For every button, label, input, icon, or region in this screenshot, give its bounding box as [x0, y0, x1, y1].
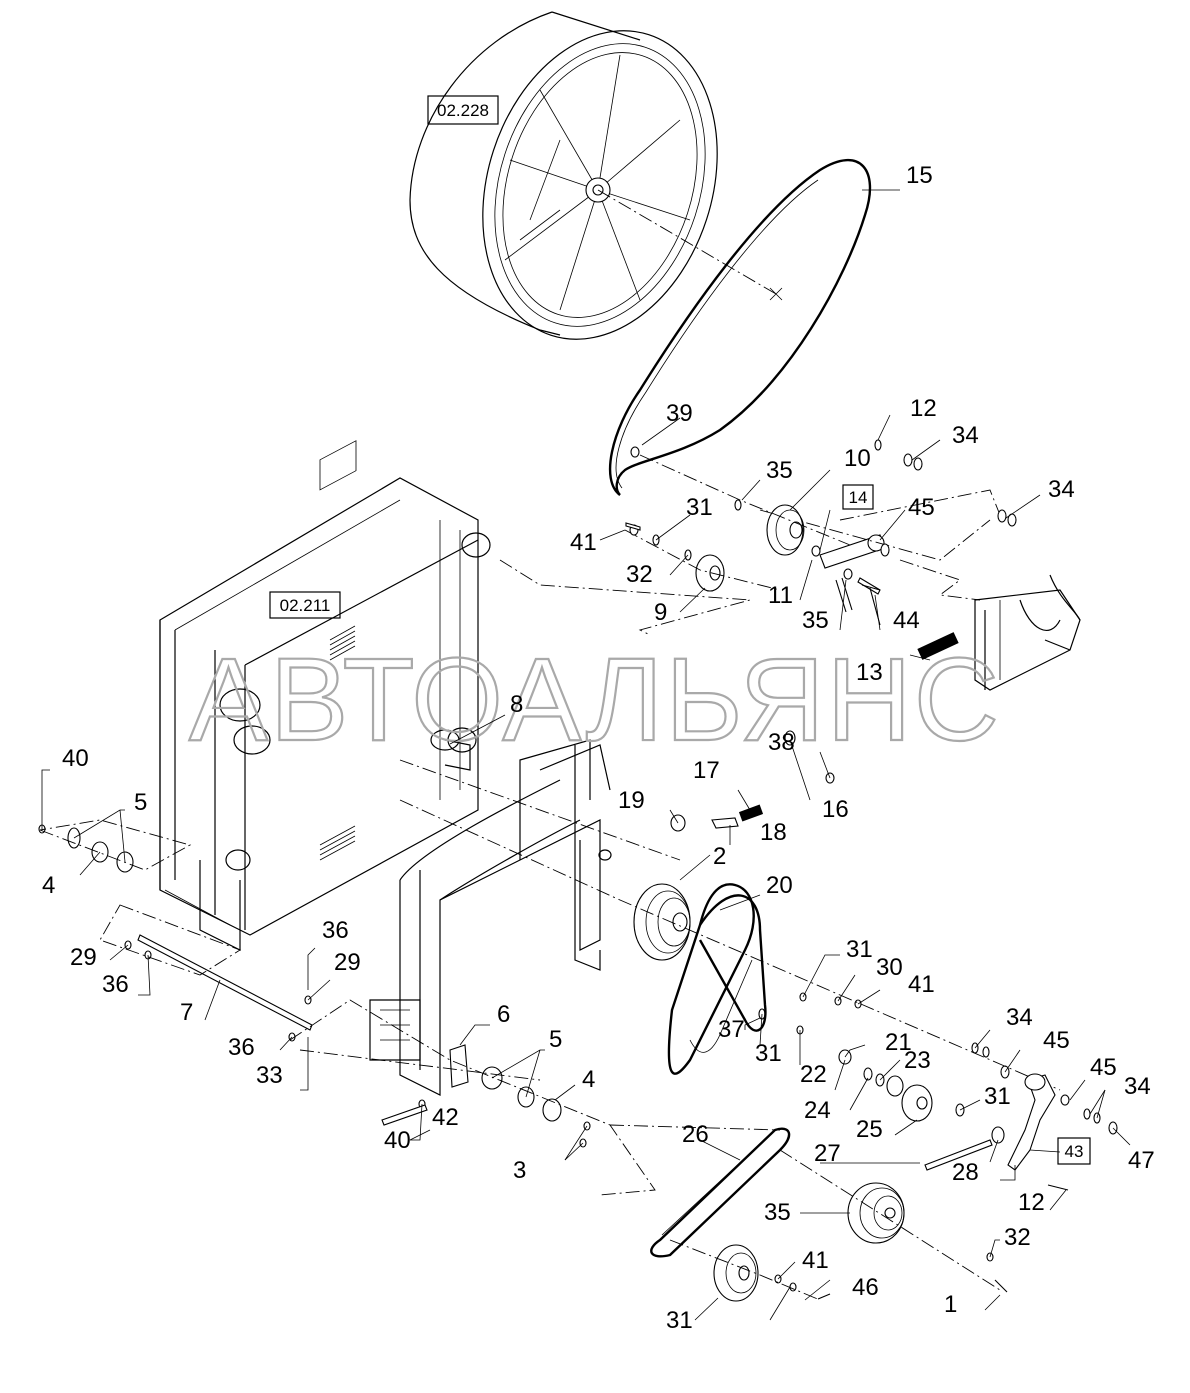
callout: 20 — [766, 872, 793, 899]
ref-box-02-228[interactable] — [427, 95, 499, 125]
svg-text:14: 14 — [849, 488, 868, 507]
callout: 9 — [654, 599, 667, 626]
callout: 34 — [1006, 1004, 1033, 1031]
callout: 26 — [682, 1121, 709, 1148]
callout: 3 — [513, 1157, 526, 1184]
ref-box-02-228-label: 02.228 — [437, 101, 489, 120]
callout: 10 — [844, 445, 871, 472]
callout: 21 — [885, 1029, 912, 1056]
callout: 16 — [822, 796, 849, 823]
callout: 32 — [1004, 1224, 1031, 1251]
fan-drum — [409, 11, 783, 340]
callout: 24 — [804, 1097, 831, 1124]
spring — [917, 632, 959, 660]
callout: 6 — [497, 1001, 510, 1028]
ref-box-14[interactable]: 14 — [842, 484, 874, 510]
callout: 34 — [952, 422, 979, 449]
bushing-4b — [542, 1098, 562, 1122]
callout: 4 — [582, 1066, 595, 1093]
callout: 18 — [760, 819, 787, 846]
pulley-47 — [847, 1182, 905, 1244]
callout: 45 — [1090, 1054, 1117, 1081]
ref-box-02-211[interactable] — [269, 591, 341, 619]
callout: 41 — [570, 529, 597, 556]
pulley-1 — [713, 1244, 759, 1302]
shaft-7 — [137, 934, 313, 1031]
callout: 31 — [984, 1083, 1011, 1110]
belt-3 — [650, 1127, 791, 1258]
callout: 31 — [755, 1040, 782, 1067]
callout: 40 — [62, 745, 89, 772]
callout: 47 — [1128, 1147, 1155, 1174]
callout: 29 — [70, 944, 97, 971]
callout: 46 — [852, 1274, 879, 1301]
callout: 35 — [802, 607, 829, 634]
watermark: АВТОАЛЬЯНС — [189, 634, 1001, 766]
callout: 25 — [856, 1116, 883, 1143]
bolts — [381, 522, 1069, 1300]
callout: 31 — [686, 494, 713, 521]
svg-text:43: 43 — [1065, 1142, 1084, 1161]
callout: 44 — [893, 607, 920, 634]
callout: 39 — [666, 400, 693, 427]
callout: 34 — [1124, 1073, 1151, 1100]
ref-box-02-211-label: 02.211 — [280, 596, 331, 615]
tensioner-bracket — [974, 574, 1081, 691]
callout: 12 — [910, 395, 937, 422]
belt-20 — [667, 883, 755, 1075]
ref-box-28[interactable]: 43 — [1057, 1137, 1091, 1165]
callout: 5 — [549, 1026, 562, 1053]
callout: 32 — [626, 561, 653, 588]
callout: 31 — [846, 936, 873, 963]
callout: 41 — [908, 971, 935, 998]
callout: 38 — [768, 729, 795, 756]
callout: 8 — [510, 691, 523, 718]
callout: 23 — [904, 1047, 931, 1074]
callout: 5 — [134, 789, 147, 816]
callout: 36 — [322, 917, 349, 944]
callout: 36 — [228, 1034, 255, 1061]
callout: 33 — [256, 1062, 283, 1089]
callout: 41 — [802, 1247, 829, 1274]
callout: 36 — [102, 971, 129, 998]
callout: 15 — [906, 162, 933, 189]
callout: 35 — [764, 1199, 791, 1226]
support-frame — [369, 729, 612, 1096]
callout: 27 — [814, 1140, 841, 1167]
radiator-assembly — [159, 440, 491, 951]
callout: 22 — [800, 1061, 827, 1088]
callout: 42 — [432, 1104, 459, 1131]
callout: 34 — [1048, 476, 1075, 503]
callout: 31 — [666, 1307, 693, 1334]
callout: 35 — [766, 457, 793, 484]
fan-belt — [608, 158, 872, 496]
bracket-6 — [449, 1044, 469, 1088]
callout: 12 — [1018, 1189, 1045, 1216]
callout-leaders — [41, 189, 1131, 1321]
callout: 29 — [334, 949, 361, 976]
callout: 13 — [856, 659, 883, 686]
callout: 40 — [384, 1127, 411, 1154]
callout: 45 — [908, 494, 935, 521]
callout-numbers: 15 39 12 34 10 35 14 45 34 41 31 32 9 11… — [42, 162, 1155, 1334]
callout: 4 — [42, 872, 55, 899]
callout: 30 — [876, 954, 903, 981]
pulley-10 — [766, 504, 804, 556]
callout: 45 — [1043, 1027, 1070, 1054]
callout: 1 — [944, 1291, 957, 1318]
lever-28 — [1007, 1074, 1056, 1171]
callout: 7 — [180, 999, 193, 1026]
callout: 28 — [952, 1159, 979, 1186]
callout: 11 — [768, 582, 793, 609]
callout: 17 — [693, 757, 720, 784]
callout: 19 — [618, 787, 645, 814]
callout: 37 — [718, 1016, 745, 1043]
callout: 2 — [713, 843, 726, 870]
